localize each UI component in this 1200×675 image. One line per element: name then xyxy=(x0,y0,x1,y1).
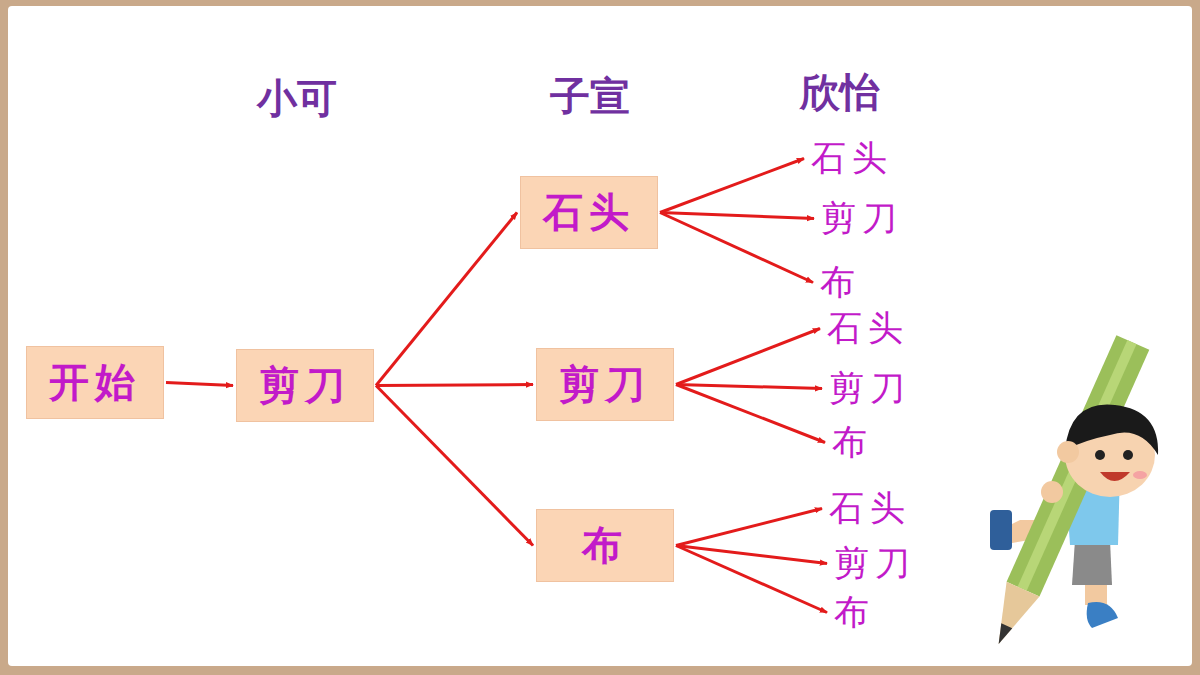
choice-box: 剪刀 xyxy=(536,348,674,421)
node-text: 剪刀 xyxy=(559,357,651,412)
node-text: 剪刀 xyxy=(821,195,903,242)
column-header: 子宣 xyxy=(550,69,630,124)
choice-box: 布 xyxy=(536,509,674,582)
arrow-connector xyxy=(676,385,825,443)
shorts xyxy=(1072,540,1112,585)
choice-text: 布 xyxy=(828,417,877,468)
pencil-tip xyxy=(982,582,1039,651)
arrow-connector xyxy=(676,329,820,385)
node-text: 剪刀 xyxy=(259,358,351,413)
hand xyxy=(1057,441,1079,463)
arrow-connector xyxy=(660,213,813,283)
arrow-connector xyxy=(660,213,814,219)
choice-text: 石头 xyxy=(807,133,897,184)
arrow-connector xyxy=(376,213,517,386)
choice-text: 剪刀 xyxy=(830,538,920,589)
arrow-connector xyxy=(676,509,822,546)
choice-text: 石头 xyxy=(825,483,915,534)
choice-text: 剪刀 xyxy=(825,363,915,414)
node-text: 布 xyxy=(820,259,861,306)
choice-box: 石头 xyxy=(520,176,658,249)
node-text: 剪刀 xyxy=(829,365,911,412)
choice-text: 布 xyxy=(816,257,865,308)
node-text: 布 xyxy=(582,518,628,573)
node-text: 开始 xyxy=(49,355,141,410)
arrow-connector xyxy=(676,385,822,389)
back-shoe xyxy=(990,510,1012,550)
arrow-connector xyxy=(376,385,533,386)
choice-box: 剪刀 xyxy=(236,349,374,422)
node-text: 石头 xyxy=(827,305,909,352)
arrow-connector xyxy=(166,383,233,386)
node-text: 石头 xyxy=(543,185,635,240)
eye xyxy=(1095,450,1105,460)
hair xyxy=(1065,405,1158,455)
choice-text: 布 xyxy=(830,587,879,638)
column-header: 小可 xyxy=(257,71,337,126)
pencil-lead xyxy=(993,623,1012,646)
node-text: 剪刀 xyxy=(834,540,916,587)
eye xyxy=(1123,450,1133,460)
node-text: 布 xyxy=(834,589,875,636)
node-text: 布 xyxy=(832,419,873,466)
choice-text: 石头 xyxy=(823,303,913,354)
node-text: 石头 xyxy=(811,135,893,182)
mouth xyxy=(1100,472,1130,481)
column-header: 欣怡 xyxy=(800,65,880,120)
choice-text: 剪刀 xyxy=(817,193,907,244)
node-text: 石头 xyxy=(829,485,911,532)
shoe xyxy=(1087,602,1118,628)
hand xyxy=(1041,481,1063,503)
arrow-connector xyxy=(660,159,804,213)
choice-box: 开始 xyxy=(26,346,164,419)
arrow-connector xyxy=(376,386,533,546)
cheek xyxy=(1133,471,1147,479)
arrow-connector xyxy=(676,546,827,613)
